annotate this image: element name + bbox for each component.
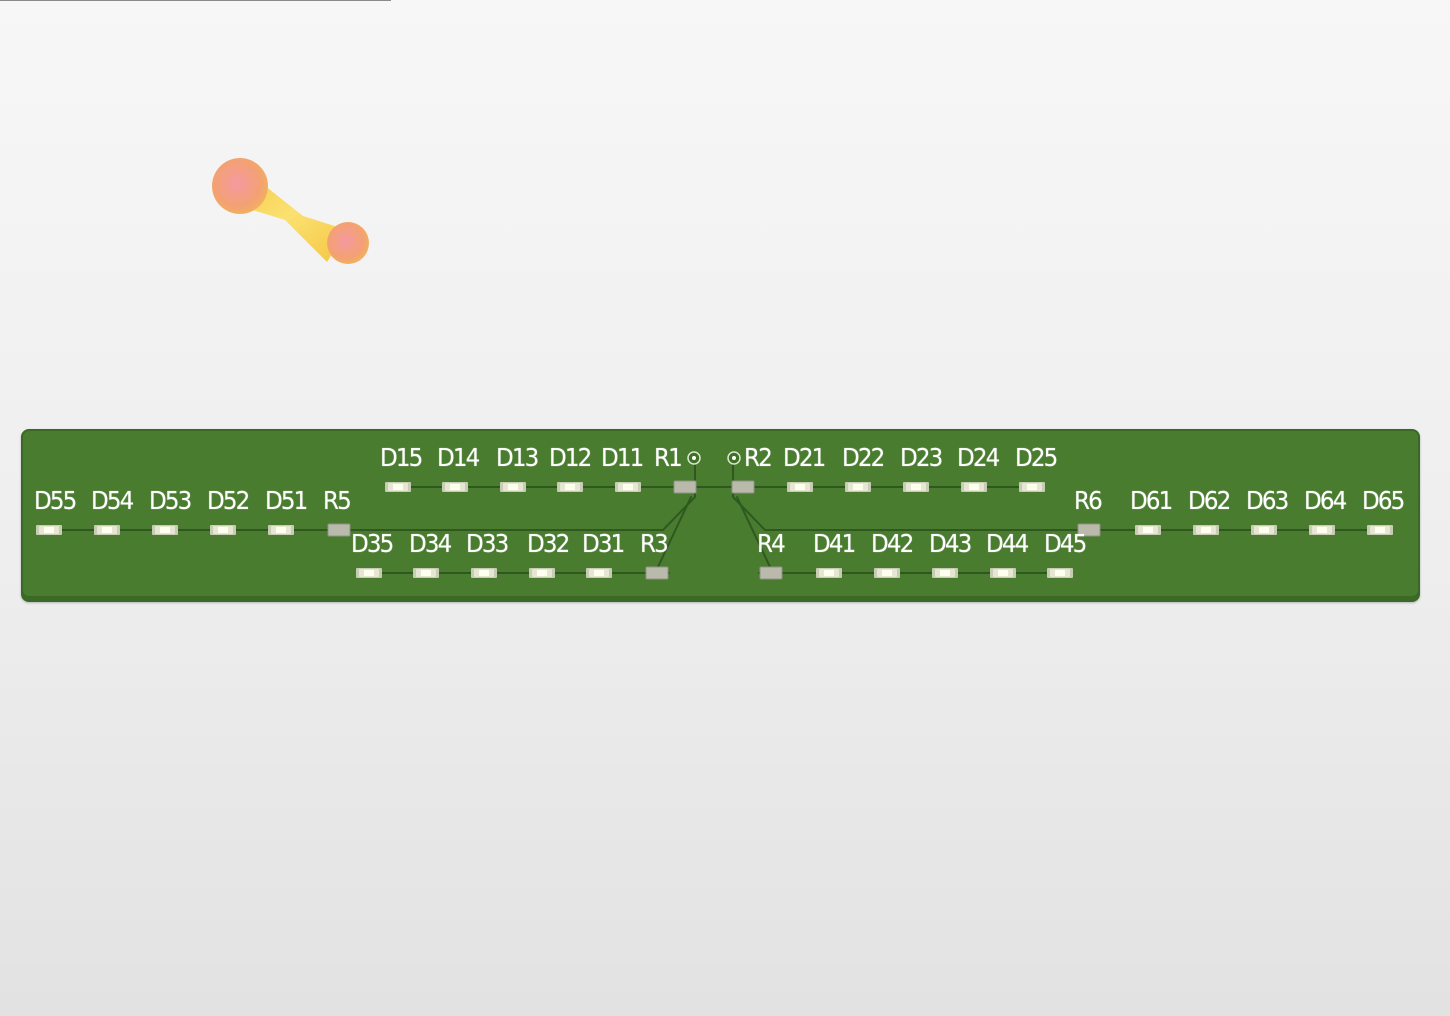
ref-label-d31: D31 (582, 529, 625, 558)
led-die-d52 (218, 527, 228, 533)
led-die-d65 (1375, 527, 1385, 533)
ref-label-d64: D64 (1304, 486, 1347, 515)
ref-label-r6: R6 (1074, 486, 1103, 515)
led-die-d33 (479, 570, 489, 576)
ref-label-d41: D41 (813, 529, 856, 558)
led-die-d63 (1259, 527, 1269, 533)
led-die-d13 (508, 484, 518, 490)
led-die-d55 (44, 527, 54, 533)
led-die-d15 (393, 484, 403, 490)
ref-label-d25: D25 (1015, 443, 1058, 472)
resistor-r1 (673, 480, 697, 494)
ref-label-d33: D33 (466, 529, 509, 558)
window-top-edge (0, 0, 391, 1)
led-die-d35 (364, 570, 374, 576)
ref-label-d34: D34 (409, 529, 452, 558)
resistor-r3 (645, 566, 669, 580)
via-hole (732, 456, 736, 460)
trace-branch-r5 (338, 456, 696, 531)
ref-label-d13: D13 (496, 443, 539, 472)
led-die-d44 (998, 570, 1008, 576)
ref-label-r5: R5 (323, 486, 352, 515)
ref-label-r1: R1 (654, 443, 683, 472)
led-die-d41 (824, 570, 834, 576)
ref-label-d32: D32 (527, 529, 570, 558)
ref-label-d22: D22 (842, 443, 885, 472)
cursor-pad-start (212, 158, 268, 214)
resistor-r4 (759, 566, 783, 580)
led-die-d24 (969, 484, 979, 490)
trace-branch-r4 (736, 496, 772, 570)
ref-label-d14: D14 (437, 443, 480, 472)
ref-label-d23: D23 (900, 443, 943, 472)
led-die-d14 (450, 484, 460, 490)
ref-label-d12: D12 (549, 443, 592, 472)
ref-label-d43: D43 (929, 529, 972, 558)
ref-label-d63: D63 (1246, 486, 1289, 515)
ref-label-d53: D53 (149, 486, 192, 515)
ref-label-r4: R4 (757, 529, 786, 558)
pcb-traces-and-pads (36, 451, 1393, 580)
led-die-d32 (537, 570, 547, 576)
cursor-pad-end (327, 222, 369, 264)
ref-label-r2: R2 (744, 443, 773, 472)
ref-label-d45: D45 (1044, 529, 1087, 558)
via-hole (692, 456, 696, 460)
ref-label-d15: D15 (380, 443, 423, 472)
ref-label-d35: D35 (351, 529, 394, 558)
ref-label-d42: D42 (871, 529, 914, 558)
ref-label-d52: D52 (207, 486, 250, 515)
led-die-d61 (1143, 527, 1153, 533)
led-die-d23 (911, 484, 921, 490)
led-die-d34 (421, 570, 431, 576)
trace-branch-r6 (732, 456, 1090, 531)
led-die-d12 (565, 484, 575, 490)
ref-label-d44: D44 (986, 529, 1029, 558)
led-die-d51 (276, 527, 286, 533)
led-die-d22 (853, 484, 863, 490)
ref-label-d65: D65 (1362, 486, 1405, 515)
resistor-r6 (1077, 523, 1101, 537)
led-die-d54 (102, 527, 112, 533)
led-die-d31 (594, 570, 604, 576)
ref-label-r3: R3 (640, 529, 669, 558)
led-die-d11 (623, 484, 633, 490)
ref-label-d24: D24 (957, 443, 1000, 472)
ref-label-d11: D11 (601, 443, 644, 472)
ref-label-d51: D51 (265, 486, 308, 515)
led-die-d43 (940, 570, 950, 576)
ref-label-d21: D21 (783, 443, 826, 472)
led-die-d42 (882, 570, 892, 576)
led-die-d45 (1055, 570, 1065, 576)
led-die-d25 (1027, 484, 1037, 490)
resistor-r2 (731, 480, 755, 494)
trace-branch-r3 (656, 496, 692, 570)
led-die-d62 (1201, 527, 1211, 533)
resistor-r5 (327, 523, 351, 537)
ref-label-d55: D55 (34, 486, 77, 515)
led-die-d64 (1317, 527, 1327, 533)
trace-routing-cursor-icon (205, 150, 380, 275)
led-die-d21 (795, 484, 805, 490)
ref-label-d62: D62 (1188, 486, 1231, 515)
led-die-d53 (160, 527, 170, 533)
ref-label-d61: D61 (1130, 486, 1173, 515)
ref-label-d54: D54 (91, 486, 134, 515)
